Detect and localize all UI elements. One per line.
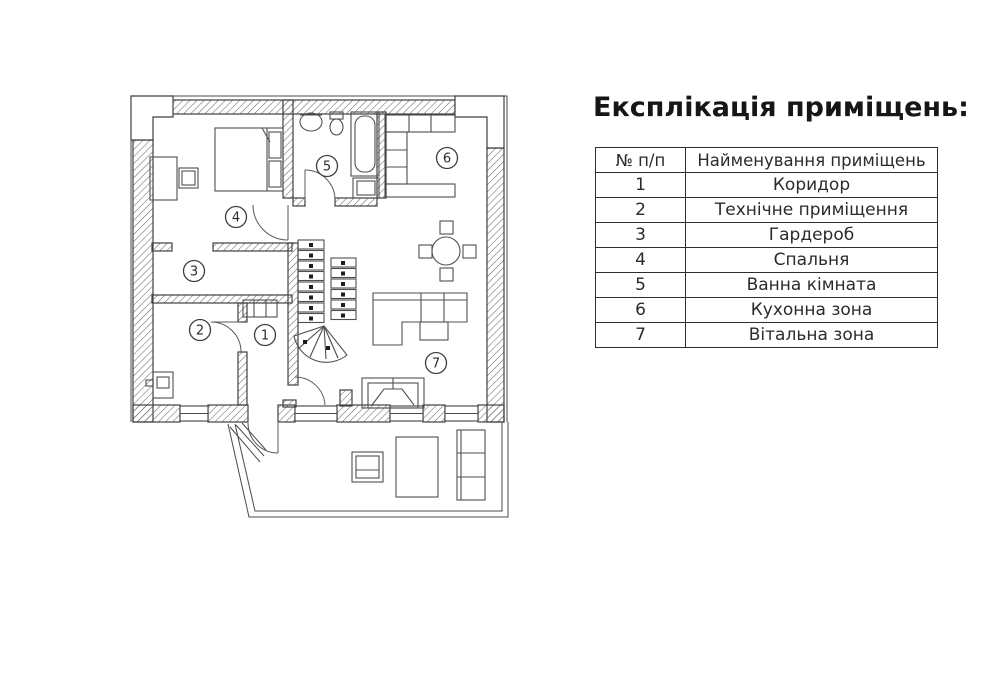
room-marker-4: 4 xyxy=(224,205,248,229)
corner-pier-topright xyxy=(454,95,505,149)
row-name-cell: Спальня xyxy=(685,247,938,273)
toilet xyxy=(329,111,344,136)
terrace-outline xyxy=(227,422,509,518)
bathtub xyxy=(350,111,380,177)
room-marker-7: 7 xyxy=(424,351,448,375)
floor-plan-panel: 1 2 3 4 5 xyxy=(125,80,520,540)
room-marker-3-label: 3 xyxy=(190,265,198,280)
legend-title: Експлікація приміщень: xyxy=(593,92,969,123)
row-num-cell: 1 xyxy=(595,172,686,198)
window xyxy=(294,405,338,422)
table-row: 6 Кухонна зона xyxy=(595,297,938,323)
kitchen-counter-top xyxy=(384,114,456,133)
bed xyxy=(214,127,284,192)
window xyxy=(389,405,424,422)
room-marker-1: 1 xyxy=(253,323,277,347)
window xyxy=(179,405,209,422)
fireplace xyxy=(361,377,425,409)
corner-sofa xyxy=(372,292,468,346)
room-marker-1-label: 1 xyxy=(261,329,269,344)
table-row: 1 Коридор xyxy=(595,172,938,198)
terrace-bench xyxy=(456,429,486,501)
header-name: Найменування приміщень xyxy=(685,147,938,173)
floor-plan: 1 2 3 4 5 xyxy=(130,95,509,518)
living-furniture xyxy=(361,292,468,409)
door-bathroom xyxy=(304,169,336,201)
staircase xyxy=(293,239,357,363)
room-marker-2: 2 xyxy=(188,318,212,342)
door-bedroom xyxy=(252,204,289,241)
terrace-lounger xyxy=(395,436,439,498)
corridor-cabinet xyxy=(242,299,278,318)
room-marker-4-label: 4 xyxy=(232,211,240,226)
legend-table: № п/п Найменування приміщень 1 Коридор 2… xyxy=(595,147,938,348)
table-row: 4 Спальня xyxy=(595,247,938,273)
kitchen-bar xyxy=(384,183,456,198)
washing-machine xyxy=(352,177,380,199)
terrace-table xyxy=(351,451,384,483)
table-row: 2 Технічне приміщення xyxy=(595,197,938,223)
terrace xyxy=(227,422,509,518)
header-num: № п/п xyxy=(595,147,686,173)
row-num-cell: 5 xyxy=(595,272,686,298)
table-row: 3 Гардероб xyxy=(595,222,938,248)
sink xyxy=(299,112,323,132)
room-marker-6: 6 xyxy=(435,146,459,170)
room-marker-7-label: 7 xyxy=(432,357,440,372)
door-technical-room xyxy=(210,321,242,353)
row-num-cell: 7 xyxy=(595,322,686,348)
kitchen-furniture xyxy=(384,114,477,282)
door-hall-living xyxy=(294,376,326,406)
row-name-cell: Вітальна зона xyxy=(685,322,938,348)
room-marker-5: 5 xyxy=(315,154,339,178)
row-name-cell: Технічне приміщення xyxy=(685,197,938,223)
stair-flight-left xyxy=(297,239,325,324)
exterior-face-line xyxy=(130,95,508,422)
room-marker-3: 3 xyxy=(182,259,206,283)
dresser xyxy=(149,156,178,201)
room-marker-5-label: 5 xyxy=(323,160,331,175)
table-header-row: № п/п Найменування приміщень xyxy=(595,147,938,173)
stair-flight-right xyxy=(330,257,357,321)
corner-pier-topleft xyxy=(130,95,174,141)
door-entrance xyxy=(247,422,279,454)
room-marker-6-label: 6 xyxy=(443,152,451,167)
room-marker-2-label: 2 xyxy=(196,324,204,339)
bedside-stool xyxy=(178,167,199,189)
bathroom-fixtures xyxy=(299,111,380,199)
dining-set xyxy=(418,220,477,282)
row-num-cell: 6 xyxy=(595,297,686,323)
table-row: 7 Вітальна зона xyxy=(595,322,938,348)
entrance-steps xyxy=(229,422,267,463)
room-markers: 1 2 3 4 5 xyxy=(182,146,459,375)
window xyxy=(444,405,479,422)
row-num-cell: 4 xyxy=(595,247,686,273)
coffee-table xyxy=(419,321,449,341)
exterior-walls xyxy=(130,95,505,423)
row-name-cell: Коридор xyxy=(685,172,938,198)
row-name-cell: Кухонна зона xyxy=(685,297,938,323)
stair-winders xyxy=(293,325,348,363)
row-name-cell: Ванна кімната xyxy=(685,272,938,298)
boiler xyxy=(145,371,174,399)
row-num-cell: 2 xyxy=(595,197,686,223)
terrace-inner-line xyxy=(234,422,503,512)
windows xyxy=(179,405,479,422)
bedroom-furniture xyxy=(149,127,284,201)
row-num-cell: 3 xyxy=(595,222,686,248)
doors xyxy=(210,169,336,454)
kitchen-counter-left xyxy=(384,131,408,185)
row-name-cell: Гардероб xyxy=(685,222,938,248)
table-row: 5 Ванна кімната xyxy=(595,272,938,298)
